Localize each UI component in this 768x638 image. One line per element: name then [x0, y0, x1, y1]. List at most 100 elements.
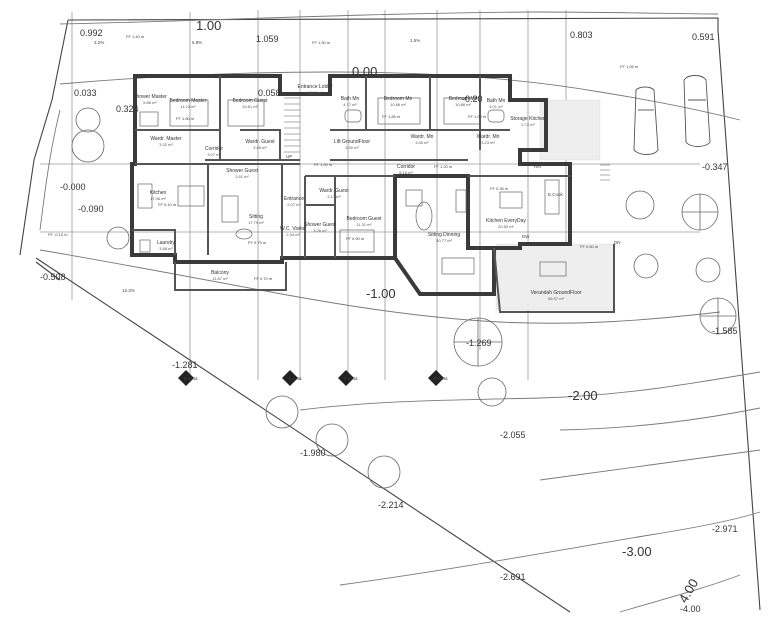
section-marker-label: B [434, 376, 437, 381]
room-area: 3.45 m² [415, 140, 429, 145]
room-area: 5.88 m² [143, 100, 157, 105]
room-area: 3.85 m² [253, 145, 267, 150]
spot-level: 1.059 [256, 34, 279, 44]
room-area: 17.06 m² [150, 196, 166, 201]
room-name: Shower Master [133, 94, 167, 100]
section-marker-icon [282, 370, 298, 386]
floor-level: FF 1.50 m [312, 40, 331, 45]
room-area: 11.31 m² [356, 222, 372, 227]
room-name: Bedroom Guest [232, 98, 268, 104]
room-area: 8.16 m² [399, 170, 413, 175]
plot-boundary [19, 17, 761, 613]
floor-level: FF 1.40 m [126, 34, 145, 39]
spot-level: -0.20 [462, 94, 483, 104]
floor-level: FF 1.90 m [468, 114, 487, 119]
room-area: 3.51 m² [235, 174, 249, 179]
room-name: Balcony [211, 270, 229, 276]
contour-label: -3.00 [622, 544, 652, 559]
room-area: 3.88 m² [159, 246, 173, 251]
spot-level: -1.269 [466, 338, 492, 348]
room-name: Kitchen EveryDay [486, 218, 526, 224]
room-name: Bath Mn [341, 96, 360, 102]
contour-label: -2.00 [568, 388, 598, 403]
floor-level: FF 0.70 m [254, 276, 273, 281]
room-area: 10.86 m² [455, 102, 471, 107]
room-name: Storage Kitchen [510, 116, 546, 122]
slope-label: 12.3% [122, 288, 135, 293]
room-name: Bath Mn [487, 98, 506, 104]
room-area: 30.77 m² [436, 238, 452, 243]
room-area: 10.86 m² [390, 102, 406, 107]
floor-level: FF 1.05 m [620, 64, 639, 69]
room-name: Entrance [284, 196, 304, 202]
room-name: Entrance Lobby [297, 84, 333, 90]
spot-level: -2.691 [500, 572, 526, 582]
verandah-hatch [495, 243, 615, 311]
spot-level: -2.971 [712, 524, 738, 534]
spot-level: 0.058 [258, 88, 281, 98]
section-marker-icon [338, 370, 354, 386]
floor-level: FF 1.95 m [314, 162, 333, 167]
spot-level: -1.585 [712, 326, 738, 336]
section-marker-sub: A-4a [438, 376, 448, 381]
room-name: Wardr. Master [150, 136, 182, 142]
floor-level: FF 1.80 m [176, 116, 195, 121]
room-area: 11.23 m² [180, 104, 196, 109]
room-area: 2.74 m² [521, 122, 535, 127]
spot-level: 0.324 [116, 104, 139, 114]
spot-level: -2.055 [500, 430, 526, 440]
spot-level: -1.980 [300, 448, 326, 458]
room-area: 10.81 m² [242, 104, 258, 109]
parked-cars [633, 75, 711, 155]
room-name: Bedroom Master [170, 98, 207, 104]
room-labels: Shower Master 5.88 m² Bedroom Master 11.… [133, 84, 582, 301]
section-markers: B A-4a A A-4a C A-4a B A-4a [178, 370, 448, 386]
dishwasher-label: DW [522, 234, 530, 239]
room-name: Laundry [157, 240, 176, 246]
spot-level: 0.033 [74, 88, 97, 98]
stair-down-label: DN [614, 240, 621, 245]
spot-level: 0.591 [692, 32, 715, 42]
room-name: Wardr. Mn [477, 134, 500, 140]
floor-level: FF 0.90 m [346, 236, 365, 241]
floor-level: FF 0.10 m [158, 202, 177, 207]
room-area: 20.59 m² [498, 224, 514, 229]
dining-bay [393, 248, 496, 296]
spot-levels: 0.992 1.059 0.803 0.591 0.033 0.324 0.05… [40, 28, 738, 614]
room-name: Wardr. Guest [245, 139, 275, 145]
slope-label: 1.5% [410, 38, 420, 43]
section-marker-label: C [344, 376, 348, 381]
fridge-label: Ref [534, 164, 542, 169]
room-name: Bedroom Mn [384, 96, 413, 102]
section-marker-icon [178, 370, 194, 386]
section-marker-label: B [184, 376, 187, 381]
spot-level: -0.000 [60, 182, 86, 192]
room-area: 4.01 m² [489, 104, 503, 109]
stair-up-label: UP [286, 154, 292, 159]
spot-level: -4.00 [680, 604, 701, 614]
spot-level: 0.803 [570, 30, 593, 40]
room-area: 2.07 m² [287, 202, 301, 207]
contour-label: 1.00 [196, 18, 221, 33]
room-area: 3.32 m² [159, 142, 173, 147]
room-area: 3.07 m² [207, 152, 221, 157]
room-area: 10.98 m² [307, 90, 323, 95]
spot-level: 0.992 [80, 28, 103, 38]
room-area: 11.87 m² [212, 276, 228, 281]
room-area: 3.17 m² [327, 194, 341, 199]
spot-level: -1.281 [172, 360, 198, 370]
stairs [284, 97, 610, 181]
contour-label: 0.00 [352, 64, 377, 79]
floor-level: FF -0.10 m [48, 232, 68, 237]
room-name: Lift GroundFloor [334, 139, 370, 145]
room-name: W.C. Visitor [280, 226, 306, 232]
room-name: Bedroom Mn [449, 96, 478, 102]
spot-level: -0.508 [40, 272, 66, 282]
room-area: 4.77 m² [343, 102, 357, 107]
room-area: 17.79 m² [248, 220, 264, 225]
room-name: Sitting Dinning [428, 232, 460, 238]
furniture [137, 97, 567, 277]
room-area: 2.34 m² [286, 232, 300, 237]
floor-levels: FF 1.40 m FF 1.50 m FF 1.05 m FF 1.80 m … [48, 34, 639, 281]
